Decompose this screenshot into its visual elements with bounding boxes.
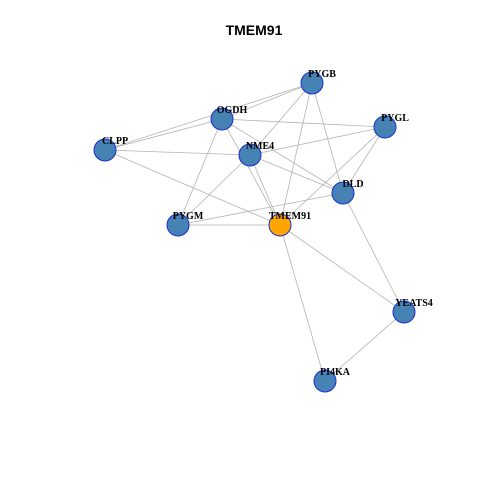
edge-dld-yeats4 <box>342 192 405 313</box>
node-clpp: CLPP <box>93 136 128 162</box>
edge-pygb-tmem91 <box>279 82 313 226</box>
edge-yeats4-pi4ka <box>324 311 405 382</box>
node-label-pygb: PYGB <box>308 69 336 80</box>
node-pygm: PYGM <box>166 211 204 237</box>
node-circle-pygl <box>373 115 397 139</box>
edge-ogdh-pygl <box>221 118 386 128</box>
node-circle-pi4ka <box>313 369 337 393</box>
node-nme4: NME4 <box>238 141 274 167</box>
node-pi4ka: PI4KA <box>313 367 351 393</box>
edge-pygm-dld <box>177 192 344 226</box>
edge-nme4-tmem91 <box>249 154 281 226</box>
node-circle-nme4 <box>238 143 262 167</box>
edge-ogdh-tmem91 <box>221 118 281 226</box>
node-circle-tmem91 <box>268 213 292 237</box>
edge-nme4-pygm <box>177 154 251 226</box>
node-circle-ogdh <box>210 107 234 131</box>
node-label-tmem91: TMEM91 <box>269 211 311 222</box>
edge-tmem91-pi4ka <box>279 224 326 382</box>
node-label-clpp: CLPP <box>102 136 128 147</box>
edge-ogdh-pygb <box>221 82 313 120</box>
node-yeats4: YEATS4 <box>392 298 433 324</box>
node-tmem91: TMEM91 <box>268 211 311 237</box>
node-label-pygl: PYGL <box>381 113 409 124</box>
edge-nme4-pygl <box>249 126 386 156</box>
node-label-dld: DLD <box>342 179 363 190</box>
edge-nme4-dld <box>249 154 344 194</box>
node-label-nme4: NME4 <box>246 141 274 152</box>
node-pygl: PYGL <box>373 113 409 139</box>
edge-ogdh-dld <box>221 118 344 194</box>
graph-title: TMEM91 <box>226 22 283 38</box>
edge-clpp-tmem91 <box>104 149 281 226</box>
node-label-pygm: PYGM <box>173 211 204 222</box>
node-label-ogdh: OGDH <box>217 105 248 116</box>
node-label-yeats4: YEATS4 <box>395 298 433 309</box>
edge-pygl-tmem91 <box>279 126 386 226</box>
edge-pygl-dld <box>342 126 386 194</box>
edge-tmem91-yeats4 <box>279 224 405 313</box>
edge-clpp-pygb <box>104 82 313 151</box>
node-dld: DLD <box>331 179 364 205</box>
edge-pygb-dld <box>311 82 344 194</box>
edge-layer <box>104 82 405 382</box>
edge-ogdh-clpp <box>104 118 223 151</box>
edge-pygb-nme4 <box>249 82 313 156</box>
node-circle-pygm <box>166 213 190 237</box>
node-circle-yeats4 <box>392 300 416 324</box>
node-circle-clpp <box>93 138 117 162</box>
edge-ogdh-pygm <box>177 118 223 226</box>
node-circle-pygb <box>300 71 324 95</box>
node-pygb: PYGB <box>300 69 336 95</box>
node-ogdh: OGDH <box>210 105 248 131</box>
edge-clpp-nme4 <box>104 149 251 156</box>
node-label-pi4ka: PI4KA <box>320 367 351 378</box>
node-circle-dld <box>331 181 355 205</box>
